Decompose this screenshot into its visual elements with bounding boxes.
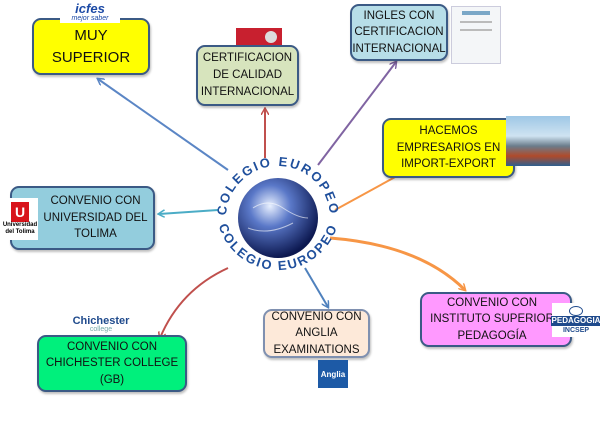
certificate-image — [451, 6, 501, 64]
node-tolima-text: CONVENIO CON UNIVERSIDAD DEL TOLIMA — [43, 194, 148, 241]
node-ingles-text: INGLES CON CERTIFICACION INTERNACIONAL — [352, 9, 446, 55]
pedagogia-logo-sub: INCSEP — [562, 326, 590, 334]
tolima-logo: U Universidad del Tolima — [2, 198, 38, 240]
pedagogia-logo: PEDAGOGIA INCSEP — [550, 303, 600, 337]
node-chichester-text: CONVENIO CON CHICHESTER COLLEGE (GB) — [45, 340, 179, 386]
chichester-logo: Chichester college — [72, 315, 130, 334]
center-globe: COLEGIO EUROPEO COLEGIO EUROPEO — [214, 154, 340, 273]
node-pedagogia: CONVENIO CON INSTITUTO SUPERIOR PEDAGOGÍ… — [420, 292, 572, 347]
node-muy-superior-text: MUY SUPERIOR — [51, 26, 131, 66]
pedagogia-logo-text: PEDAGOGIA — [550, 315, 600, 326]
arrow-tolima — [159, 209, 219, 214]
node-import-export: HACEMOS EMPRESARIOS EN IMPORT-EXPORT — [382, 118, 515, 178]
anglia-logo: Anglia — [318, 360, 348, 388]
icfes-logo-text: icfes — [75, 0, 105, 16]
node-certificacion-text: CERTIFICACION DE CALIDAD INTERNACIONAL — [200, 52, 295, 98]
node-import-export-text: HACEMOS EMPRESARIOS EN IMPORT-EXPORT — [396, 124, 501, 171]
arrow-pedagogia — [329, 236, 465, 290]
chichester-logo-sub: college — [89, 325, 113, 333]
node-ingles: INGLES CON CERTIFICACION INTERNACIONAL — [350, 4, 448, 61]
anglia-logo-text: Anglia — [320, 369, 346, 379]
node-pedagogia-text: CONVENIO CON INSTITUTO SUPERIOR PEDAGOGÍ… — [430, 296, 554, 342]
icfes-logo-sub: mejor saber — [71, 14, 109, 22]
tolima-logo-text: Universidad del Tolima — [2, 222, 38, 235]
arrow-anglia — [304, 267, 328, 307]
tolima-u-icon: U — [11, 202, 29, 222]
seal-icon — [265, 30, 277, 43]
node-certificacion: CERTIFICACION DE CALIDAD INTERNACIONAL — [196, 45, 299, 106]
arrow-chichester — [160, 267, 229, 338]
arrow-muy-superior — [98, 79, 229, 171]
chichester-logo-text: Chichester — [72, 314, 130, 327]
node-chichester: CONVENIO CON CHICHESTER COLLEGE (GB) — [37, 335, 187, 392]
node-anglia-text: CONVENIO CON ANGLIA EXAMINATIONS — [271, 310, 362, 356]
node-anglia: CONVENIO CON ANGLIA EXAMINATIONS — [263, 309, 370, 358]
certification-logo — [236, 28, 282, 45]
port-photo — [506, 116, 570, 166]
arrow-ingles — [317, 62, 396, 166]
pedagogia-logo-icon — [569, 305, 583, 316]
icfes-logo: icfes mejor saber — [60, 1, 120, 23]
node-muy-superior: MUY SUPERIOR — [32, 18, 150, 75]
